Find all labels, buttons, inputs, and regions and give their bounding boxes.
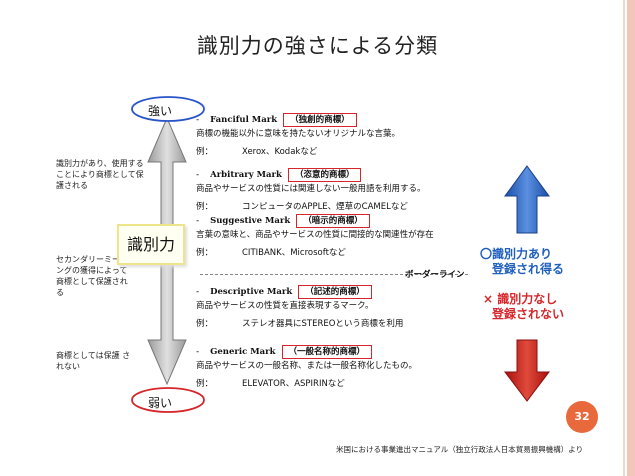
not-registrable-label: × 識別力なし 登録されない [483,292,564,322]
red-down-arrow [503,339,551,402]
borderline-divider [200,274,468,275]
borderline-label: ボーダーライン [405,270,465,280]
mark-tag: （独創的商標） [283,113,357,127]
mark-description: 商品やサービスの一般名称、または一般名称化したもの。 [196,361,418,371]
mark-example: CITIBANK、Microsoftなど [242,248,346,258]
strong-label: 強い [148,104,173,118]
registrable-line-1: 〇識別力あり [480,247,553,261]
mark-name: Suggestive Mark [210,216,291,226]
example-label: 例： [196,248,214,258]
registrable-label: 〇識別力あり 登録され得る [480,247,564,277]
mark-example: ステレオ器具にSTEREOという商標を利用 [242,319,404,329]
distinctiveness-label-box: 識別力 [117,224,185,265]
weak-ellipse [131,387,205,413]
mark-description: 言葉の意味と、商品やサービスの性質に間接的な関連性が存在 [196,230,434,240]
mark-arbitrary: - Arbitrary Mark（恣意的商標） 商品やサービスの性質には関連しな… [196,168,426,212]
strong-ellipse [131,96,205,122]
example-label: 例： [196,202,214,212]
mark-descriptive: - Descriptive Mark（記述的商標） 商品やサービスの性質を直接表… [196,285,404,329]
mark-tag: （記述的商標） [298,285,372,299]
mark-name: Arbitrary Mark [210,170,282,180]
source-citation: 米国における事業進出マニュアル（独立行政法人日本貿易振興機構）より [336,445,584,454]
example-label: 例： [196,147,214,157]
mark-example: コンピュータのAPPLE、煙草のCAMELなど [242,202,408,212]
side-note-protected: 識別力があり、使用することにより商標として保護される [56,159,144,190]
blue-up-arrow [504,165,550,234]
slide-border-stripe [627,0,635,476]
mark-name: Generic Mark [210,347,276,357]
mark-description: 商標の機能以外に意味を持たないオリジナルな言葉。 [196,129,401,139]
mark-fanciful: - Fanciful Mark（独創的商標） 商標の機能以外に意味を持たないオリ… [196,113,401,157]
mark-tag: （一般名称的商標） [281,345,373,359]
mark-generic: - Generic Mark（一般名称的商標） 商品やサービスの一般名称、または… [196,345,418,389]
slide-title: 識別力の強さによる分類 [196,34,439,58]
mark-tag: （暗示的商標） [296,214,370,228]
mark-suggestive: - Suggestive Mark（暗示的商標） 言葉の意味と、商品やサービスの… [196,214,434,258]
side-note-not-protected: 商標としては保護 されない [56,351,131,371]
slide-border-line [623,0,625,476]
mark-name: Descriptive Mark [210,287,293,297]
mark-example: Xerox、Kodakなど [242,147,318,157]
mark-description: 商品やサービスの性質には関連しない一般用語を利用する。 [196,184,426,194]
mark-description: 商品やサービスの性質を直接表現するマーク。 [196,301,374,311]
example-label: 例： [196,379,214,389]
registrable-line-2: 登録され得る [492,262,565,276]
page-number-badge: 32 [566,401,598,433]
not-registrable-line-2: 登録されない [492,307,565,321]
example-label: 例： [196,319,214,329]
side-note-secondary-meaning: セカンダリーミーニングの獲得によって商標として保護される [56,255,128,297]
not-registrable-line-1: × 識別力なし [483,292,558,306]
mark-tag: （恣意的商標） [287,168,362,182]
mark-name: Fanciful Mark [210,115,278,125]
weak-label: 弱い [148,396,173,410]
mark-example: ELEVATOR、ASPIRINなど [242,379,345,389]
